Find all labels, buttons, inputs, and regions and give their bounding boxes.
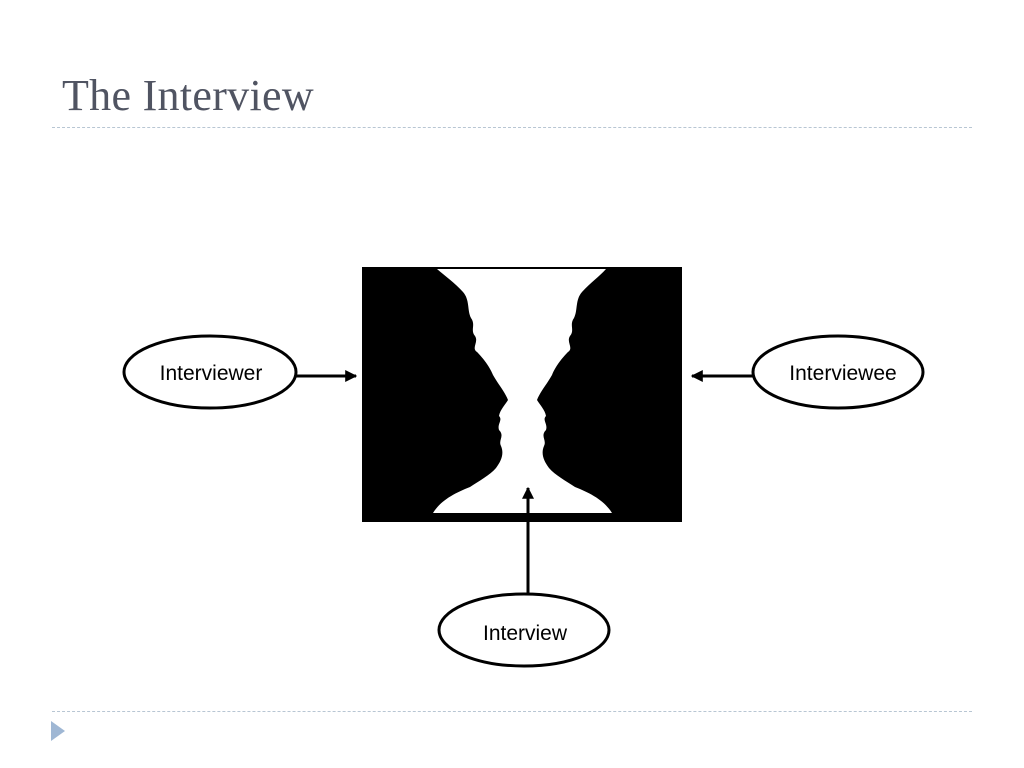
- slide-title: The Interview: [62, 71, 314, 120]
- title-divider: [52, 127, 972, 128]
- interviewer-node: Interviewer: [122, 334, 298, 410]
- interview-node: Interview: [437, 592, 611, 668]
- interview-label: Interview: [483, 622, 568, 645]
- footer-divider: [52, 711, 972, 712]
- interviewee-label: Interviewee: [789, 362, 896, 385]
- interviewer-label: Interviewer: [160, 362, 263, 385]
- rubin-vase-faces-icon: [362, 267, 682, 522]
- interviewee-node: Interviewee: [751, 334, 925, 410]
- triangle-right-icon[interactable]: [51, 721, 65, 741]
